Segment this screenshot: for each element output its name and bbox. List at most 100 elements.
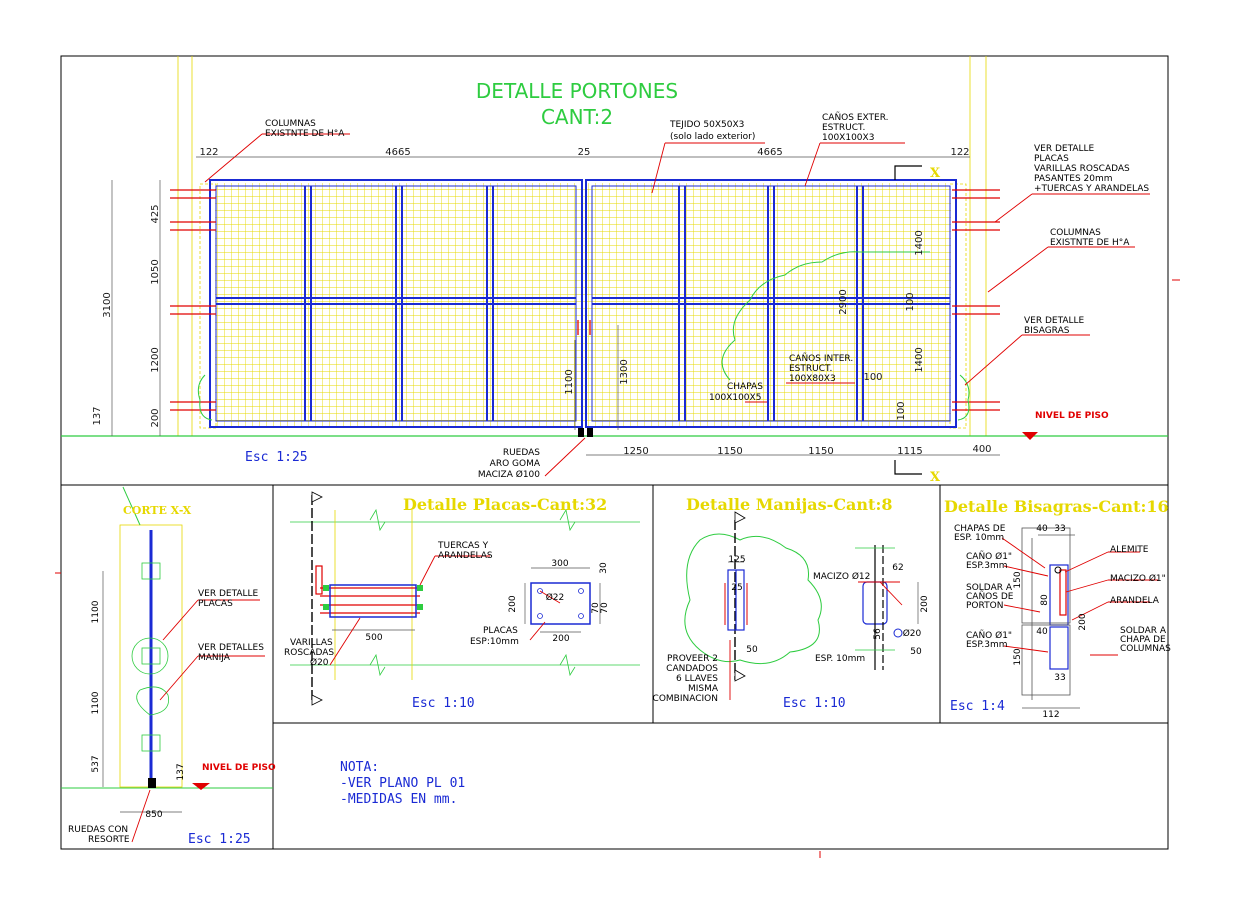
corte-dim: 1100 [91,691,101,714]
bisagras-soldar-columnas-2: CHAPA DE [1120,635,1166,645]
main-annotations: COLUMNAS EXISTNTE DE H°A TEJIDO 50X50X3 … [265,112,1149,485]
cloud-outline [721,251,930,381]
label-ver-bisagras-2: BISAGRAS [1024,326,1070,336]
hinge-bars [170,189,1000,411]
placas-title: Detalle Placas-Cant:32 [403,495,607,514]
label-ruedas-3: MACIZA Ø100 [478,469,540,480]
scale-main: Esc 1:25 [245,450,308,465]
dim-top: 4665 [385,147,410,158]
label-ruedas-1: RUEDAS [503,448,540,458]
bisagras-soldar-porton-1: SOLDAR A [966,583,1013,593]
manijas-proveer-2: CANDADOS [666,664,718,674]
dim-bottom: 1150 [717,446,742,457]
scale-placas: Esc 1:10 [412,696,475,711]
bisagras-soldar-porton-2: CAÑOS DE [966,591,1014,602]
corte-dim: 537 [91,755,101,772]
label-columnas-left-2: EXISTNTE DE H°A [265,129,345,139]
corte-ver-manija-2: MANIJA [198,653,231,663]
dimension-lines [111,156,1000,456]
dim-top: 25 [578,147,591,158]
bisagras-title: Detalle Bisagras-Cant:16 [944,497,1169,516]
corte-dim: 1100 [91,600,101,623]
corte-ver-manija-1: VER DETALLES [198,643,264,653]
dim-right: 100 [863,372,882,383]
bisagras-dim: 40 [1036,627,1048,637]
bisagras-dim: 80 [1040,594,1050,606]
placas-dim: Ø22 [546,592,565,603]
bisagras-cano1-1: CAÑO Ø1" [966,551,1012,562]
corte-nivel-piso: NIVEL DE PISO [202,763,276,773]
manijas-dim: 50 [746,645,758,655]
dim-center: 1100 [564,369,575,394]
existing-columns [177,56,987,436]
dim-right: 1400 [914,230,925,255]
bisagras-macizo: MACIZO Ø1" [1110,573,1166,584]
dim-right: 2900 [838,289,849,314]
wheel [587,428,593,437]
corte-title: CORTE X-X [123,504,192,517]
wheel [578,428,584,437]
placas-esp-2: ESP:10mm [470,637,519,647]
label-canos-exter-1: CAÑOS EXTER. [822,112,889,123]
dim-top: 122 [199,147,218,158]
label-chapas-1: CHAPAS [727,382,763,392]
section-marker-bottom [894,460,922,475]
placas-dim: 70 [591,602,601,614]
manijas-title: Detalle Manijas-Cant:8 [686,495,892,514]
dimension-texts: 122 4665 25 4665 122 425 1050 3100 1200 … [92,147,992,457]
corte-ver-placas-1: VER DETALLE [198,589,259,599]
bisagras-dim: 150 [1013,648,1023,665]
manijas-esp: ESP. 10mm [815,654,865,664]
bisagras-dim: 150 [1013,571,1023,588]
bisagras-dim: 200 [1078,613,1088,630]
cloud-outline-right [957,374,970,421]
label-columnas-left-1: COLUMNAS [265,119,316,129]
label-canos-inter-3: 100X80X3 [789,374,836,384]
corte-ruedas-2: RESORTE [88,835,130,845]
dim-top: 122 [950,147,969,158]
corte-dim: 137 [176,763,186,780]
main-subtitle: CANT:2 [541,105,613,129]
label-ruedas-2: ARO GOMA [490,459,541,469]
gate-elevation [61,56,1168,477]
manijas-macizo: MACIZO Ø12 [813,571,870,582]
label-ver-placas-3: VARILLAS ROSCADAS [1034,164,1130,174]
placas-tuercas-2: ARANDELAS [438,551,493,561]
dim-left: 200 [150,408,161,427]
nota-line: -MEDIDAS EN mm. [340,792,457,807]
manijas-dim: 56 [873,628,883,640]
label-columnas-right-1: COLUMNAS [1050,228,1101,238]
scale-corte: Esc 1:25 [188,832,251,847]
placas-dim: 70 [600,602,610,614]
dim-left: 3100 [102,292,113,317]
section-x-bottom: X [930,470,941,485]
placas-tuercas-1: TUERCAS Y [437,541,489,551]
placas-dim: 500 [365,633,382,643]
manijas-dim: 50 [910,647,922,657]
section-marker-top [894,165,922,180]
bisagras-soldar-columnas-3: COLUMNAS [1120,644,1171,654]
label-canos-exter-3: 100X100X3 [822,133,874,143]
level-marker [1022,432,1038,440]
manijas-proveer-1: PROVEER 2 [667,654,718,664]
placas-varillas-1: VARILLAS [290,638,333,648]
dim-bottom: 1250 [623,446,648,457]
nota-title: NOTA: [340,760,379,775]
gate-frames [209,179,957,428]
cloud-outline-left [197,374,213,421]
dim-center: 1300 [619,359,630,384]
dim-bottom: 400 [972,444,991,455]
label-ver-placas-5: +TUERCAS Y ARANDELAS [1034,184,1149,194]
label-tejido-1: TEJIDO 50X50X3 [669,120,744,130]
bisagras-cano1-2: ESP.3mm [966,561,1008,571]
dim-right: 1400 [914,347,925,372]
placas-varillas-2: ROSCADAS [284,648,334,658]
placas-dim: 200 [508,595,518,612]
sheet-frame [60,55,1169,850]
label-ver-placas-4: PASANTES 20mm [1034,174,1113,184]
dim-left: 1200 [150,347,161,372]
bisagras-dim: 33 [1054,524,1065,534]
manijas-dim: 25 [731,583,742,593]
bisagras-cano2-1: CAÑO Ø1" [966,630,1012,641]
label-canos-inter-1: CAÑOS INTER. [789,353,853,364]
